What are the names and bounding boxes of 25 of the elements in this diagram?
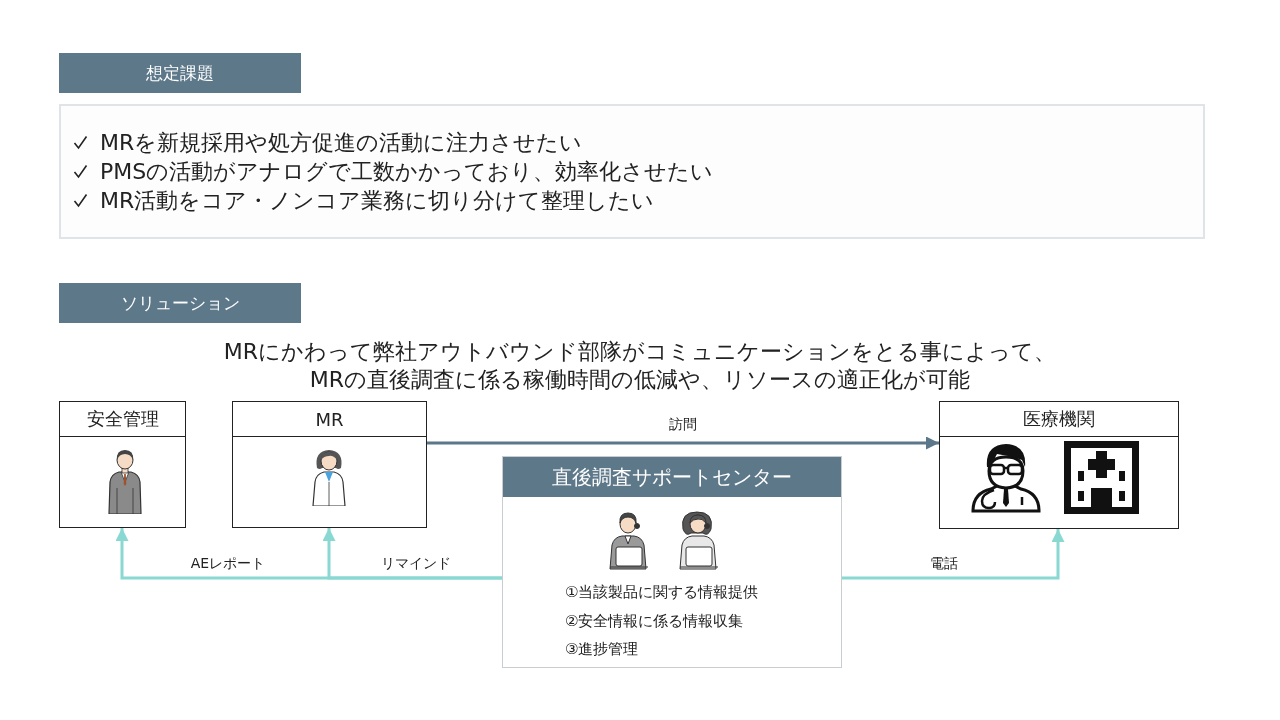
service-center-box [502,456,842,668]
section-header: 想定課題 [59,53,301,93]
checklist-item: MR活動をコア・ノンコア業務に切り分けて整理したい [100,186,655,215]
box-title: 医療機関 [940,402,1178,437]
section-header: ソリューション [59,283,301,323]
box-title: 直後調査サポートセンター [503,457,841,497]
checklist-panel [59,104,1205,239]
edge-label: 訪問 [669,415,697,433]
list-item: ①当該製品に関する情報提供 [565,583,759,601]
lead-text: MRにかわって弊社アウトバウンド部隊がコミュニケーションをとる事によって、MRの直後調査に係る稼働時間の低減や、リソースの適正化が可能 [222,338,1058,394]
checklist-item: MRを新規採用や処方促進の活動に注力させたい [100,128,583,157]
entity-box [939,401,1179,529]
entity-box [232,401,427,528]
edge-label: AEレポート [190,554,266,572]
arrow [842,529,1065,580]
box-title: MR [233,402,426,437]
box-title: 安全管理 [60,402,185,437]
list-item: ②安全情報に係る情報収集 [565,612,744,630]
edge-label: 電話 [930,554,958,572]
list-item: ③進捗管理 [565,640,639,658]
edge-label: リマインド [381,554,451,572]
entity-box [59,401,186,528]
arrow [427,436,939,450]
checklist-item: PMSの活動がアナログで工数かかっており、効率化させたい [100,157,714,186]
arrow [322,528,502,580]
